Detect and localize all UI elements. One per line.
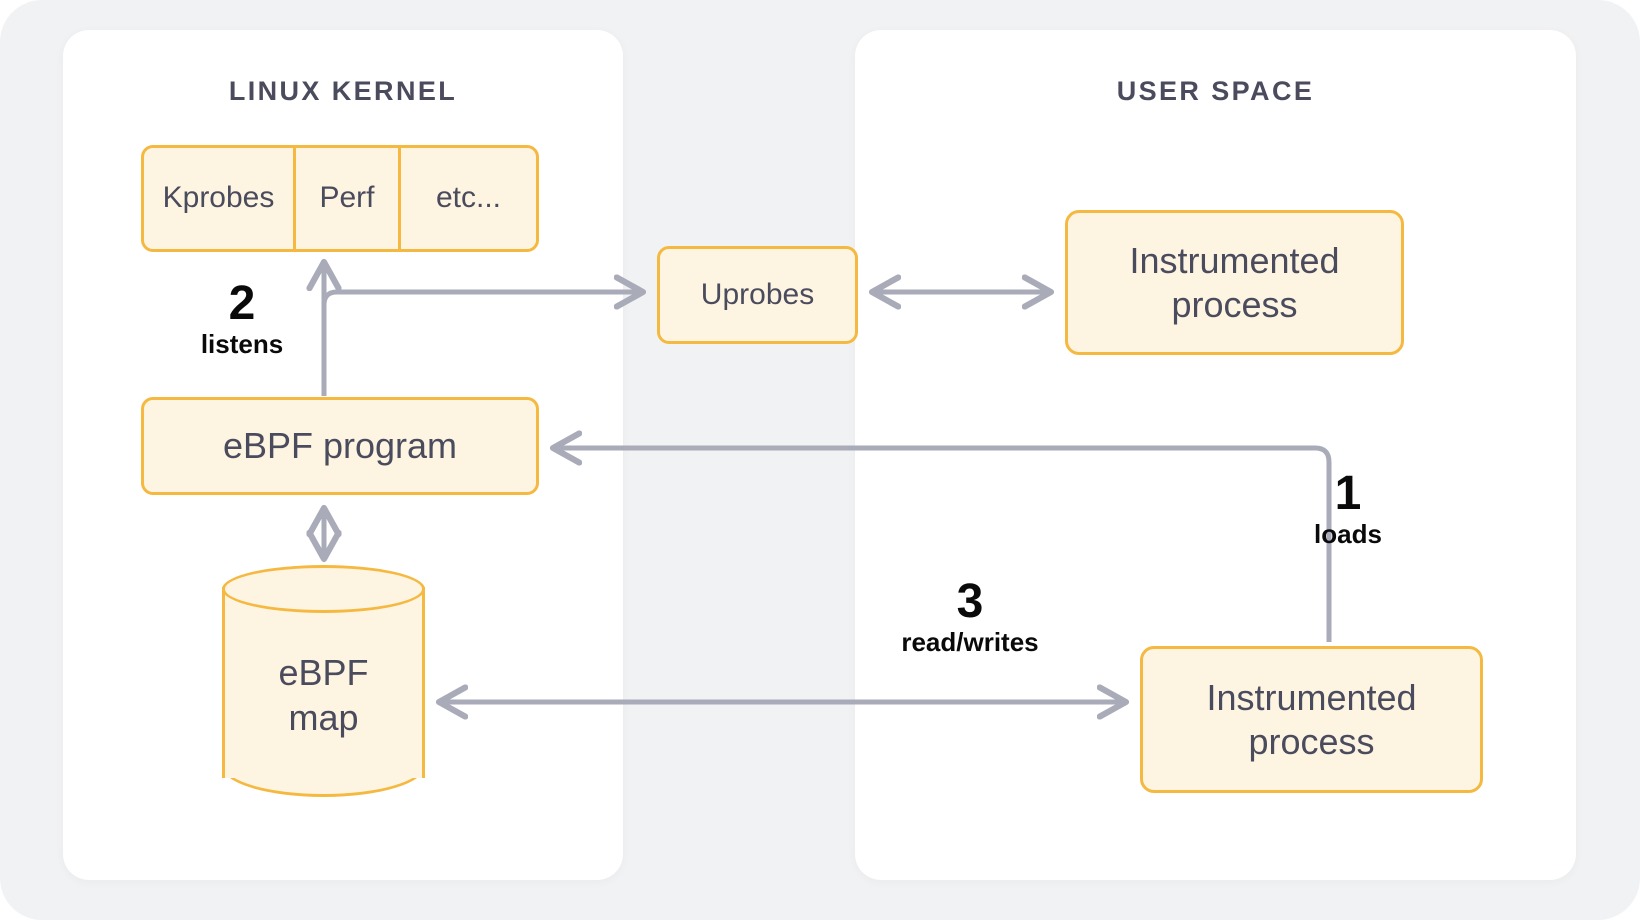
node-ebpf-program-label: eBPF program bbox=[222, 425, 458, 467]
node-instrumented-process-bottom[interactable]: Instrumented process bbox=[1140, 646, 1483, 793]
node-cell-kprobes[interactable]: Kprobes bbox=[144, 148, 296, 249]
node-ebpf-program[interactable]: eBPF program bbox=[141, 397, 539, 495]
step-3-number: 3 bbox=[956, 575, 984, 628]
node-cell-perf[interactable]: Perf bbox=[296, 148, 401, 249]
node-ebpf-map-line1: eBPF bbox=[278, 652, 369, 693]
cylinder-body bbox=[222, 587, 425, 778]
step-badge-3-read-writes: 3 read/writes bbox=[880, 578, 1060, 659]
step-2-label: listens bbox=[200, 329, 284, 359]
node-kernel-probes[interactable]: Kprobes Perf etc... bbox=[141, 145, 539, 252]
step-badge-1-loads: 1 loads bbox=[1288, 470, 1408, 551]
panel-title-linux-kernel: LINUX KERNEL bbox=[228, 76, 458, 106]
node-ebpf-map-line2: map bbox=[288, 697, 359, 738]
panel-title-user-space: USER SPACE bbox=[1116, 76, 1315, 106]
node-process-top-line1: Instrumented bbox=[1129, 239, 1340, 281]
step-badge-2-listens: 2 listens bbox=[176, 280, 308, 361]
node-process-bottom-line2: process bbox=[1248, 720, 1375, 762]
cylinder-top-ellipse bbox=[222, 565, 425, 613]
node-process-bottom-line1: Instrumented bbox=[1206, 676, 1417, 718]
node-process-top-line2: process bbox=[1171, 283, 1298, 325]
node-uprobes[interactable]: Uprobes bbox=[657, 246, 858, 344]
step-1-label: loads bbox=[1314, 519, 1382, 549]
step-3-label: read/writes bbox=[901, 627, 1039, 657]
node-instrumented-process-top[interactable]: Instrumented process bbox=[1065, 210, 1404, 355]
step-1-number: 1 bbox=[1334, 467, 1362, 520]
node-uprobes-label: Uprobes bbox=[700, 277, 815, 311]
node-ebpf-map-label: eBPF map bbox=[222, 620, 425, 770]
step-2-number: 2 bbox=[228, 277, 256, 330]
node-ebpf-map[interactable]: eBPF map bbox=[222, 565, 425, 800]
node-cell-etc[interactable]: etc... bbox=[435, 181, 502, 215]
